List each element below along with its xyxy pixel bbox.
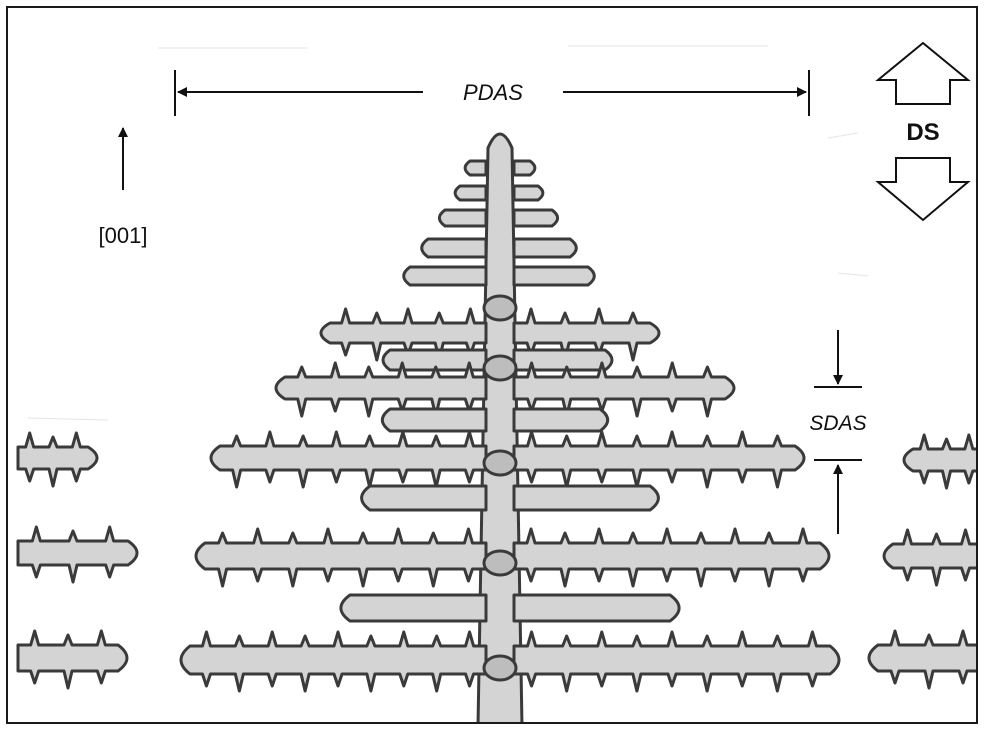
secondary-arm	[514, 210, 558, 226]
secondary-arm	[382, 409, 486, 431]
secondary-arm	[465, 161, 486, 175]
direction-label: [001]	[99, 223, 148, 248]
trunk-node	[484, 451, 516, 475]
neighbor-arm	[18, 631, 127, 688]
neighbor-arm	[904, 435, 978, 488]
secondary-arm	[211, 432, 486, 487]
ds-up-arrow	[878, 43, 968, 104]
neighbor-arm	[869, 631, 978, 688]
secondary-arm	[514, 239, 576, 257]
neighbor-arm	[18, 527, 137, 582]
secondary-arm	[514, 432, 804, 487]
trunk-node	[484, 296, 516, 320]
secondary-arm	[196, 529, 486, 586]
secondary-arm	[514, 267, 594, 285]
trunk-node	[484, 551, 516, 575]
ds-indicator: DS	[878, 43, 968, 220]
secondary-arm	[514, 595, 679, 621]
sdas-label: SDAS	[809, 412, 866, 435]
trunk-node	[484, 356, 516, 380]
secondary-arm	[514, 529, 829, 586]
right-neighbor-dendrite	[869, 435, 978, 688]
secondary-arm	[514, 350, 612, 370]
secondary-arm	[514, 632, 839, 691]
secondary-arm	[514, 186, 543, 200]
ds-label: DS	[906, 119, 939, 146]
pdas-dimension: PDAS	[175, 70, 809, 116]
neighbor-arm	[18, 433, 97, 486]
secondary-arm	[341, 595, 486, 621]
secondary-arm	[514, 161, 535, 175]
secondary-arm	[455, 186, 486, 200]
neighbor-arm	[884, 530, 978, 585]
growth-direction: [001]	[99, 128, 148, 248]
primary-dendrite	[181, 134, 839, 724]
secondary-arm	[181, 632, 486, 691]
figure-frame: PDAS [001] DS SDAS	[6, 6, 978, 724]
secondary-arm	[404, 267, 486, 285]
secondary-arm	[439, 210, 486, 226]
left-neighbor-dendrite	[18, 433, 137, 688]
trunk-node	[484, 656, 516, 680]
sdas-dimension: SDAS	[809, 330, 866, 534]
pdas-label: PDAS	[463, 80, 523, 105]
ds-down-arrow	[878, 158, 968, 220]
secondary-arm	[514, 486, 658, 510]
secondary-arm	[514, 409, 608, 431]
secondary-arm	[422, 239, 486, 257]
dendrite-diagram: PDAS [001] DS SDAS	[8, 8, 978, 724]
secondary-arm	[362, 486, 486, 510]
